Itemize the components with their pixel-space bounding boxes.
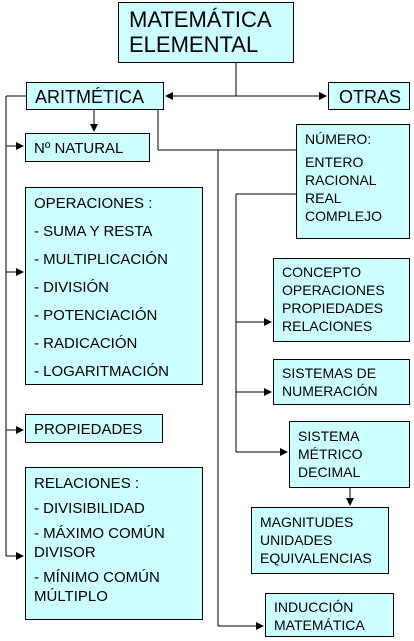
concepto-line: CONCEPTO bbox=[282, 264, 362, 280]
title-line-1: MATEMÁTICA bbox=[129, 7, 272, 32]
propiedades-box: PROPIEDADES bbox=[25, 414, 163, 443]
relaciones-item: DIVISOR bbox=[34, 544, 96, 561]
operaciones-heading: OPERACIONES : bbox=[34, 195, 153, 212]
numero-item: ENTERO bbox=[305, 154, 364, 170]
title-line-2: ELEMENTAL bbox=[129, 32, 259, 57]
relaciones-heading: RELACIONES : bbox=[34, 475, 140, 492]
magnitudes-line: EQUIVALENCIAS bbox=[260, 550, 372, 566]
natural-box: Nº NATURAL bbox=[25, 133, 150, 162]
aritmetica-box: ARITMÉTICA bbox=[26, 82, 164, 110]
operaciones-item: - RADICACIÓN bbox=[34, 335, 138, 352]
operaciones-item: - SUMA Y RESTA bbox=[34, 223, 153, 240]
numero-item: RACIONAL bbox=[305, 172, 377, 188]
aritmetica-label: ARITMÉTICA bbox=[35, 87, 145, 107]
metrico-line: SISTEMA bbox=[298, 428, 360, 444]
numero-box: NÚMERO: ENTERO RACIONAL REAL COMPLEJO bbox=[296, 124, 410, 239]
numero-heading: NÚMERO: bbox=[305, 131, 372, 147]
operaciones-box: OPERACIONES : - SUMA Y RESTA - MULTIPLIC… bbox=[25, 187, 203, 385]
operaciones-item: - LOGARITMACIÓN bbox=[34, 363, 170, 380]
propiedades-label: PROPIEDADES bbox=[34, 421, 143, 438]
natural-label: Nº NATURAL bbox=[34, 140, 124, 157]
operaciones-item: - DIVISIÓN bbox=[34, 279, 110, 296]
operaciones-item: - MULTIPLICACIÓN bbox=[34, 251, 168, 268]
otras-box: OTRAS bbox=[328, 82, 410, 110]
induccion-line: MATEMÁTICA bbox=[274, 617, 365, 633]
metrico-line: DECIMAL bbox=[298, 464, 361, 480]
otras-label: OTRAS bbox=[339, 87, 402, 107]
magnitudes-box: MAGNITUDES UNIDADES EQUIVALENCIAS bbox=[251, 507, 389, 574]
magnitudes-line: MAGNITUDES bbox=[260, 514, 354, 530]
concepto-box: CONCEPTO OPERACIONES PROPIEDADES RELACIO… bbox=[273, 258, 410, 342]
numero-item: COMPLEJO bbox=[305, 208, 383, 224]
relaciones-item: - DIVISIBILIDAD bbox=[34, 500, 145, 517]
concepto-line: OPERACIONES bbox=[282, 282, 385, 298]
relaciones-item: MÚLTIPLO bbox=[34, 588, 108, 605]
concepto-line: PROPIEDADES bbox=[282, 300, 384, 316]
sistemas-box: SISTEMAS DE NUMERACIÓN bbox=[273, 359, 410, 405]
concepto-line: RELACIONES bbox=[282, 318, 373, 334]
induccion-line: INDUCCIÓN bbox=[274, 599, 354, 615]
numero-item: REAL bbox=[305, 190, 342, 206]
title-box: MATEMÁTICA ELEMENTAL bbox=[118, 2, 294, 63]
sistemas-line: NUMERACIÓN bbox=[282, 383, 378, 399]
metrico-line: MÉTRICO bbox=[298, 446, 363, 462]
metrico-box: SISTEMA MÉTRICO DECIMAL bbox=[289, 421, 410, 488]
relaciones-box: RELACIONES : - DIVISIBILIDAD - MÁXIMO CO… bbox=[25, 467, 203, 620]
relaciones-item: - MÁXIMO COMÚN bbox=[34, 525, 165, 542]
relaciones-item: - MÍNIMO COMÚN bbox=[34, 569, 160, 586]
induccion-box: INDUCCIÓN MATEMÁTICA bbox=[265, 593, 394, 637]
magnitudes-line: UNIDADES bbox=[260, 532, 333, 548]
sistemas-line: SISTEMAS DE bbox=[282, 365, 377, 381]
operaciones-item: - POTENCIACIÓN bbox=[34, 307, 158, 324]
